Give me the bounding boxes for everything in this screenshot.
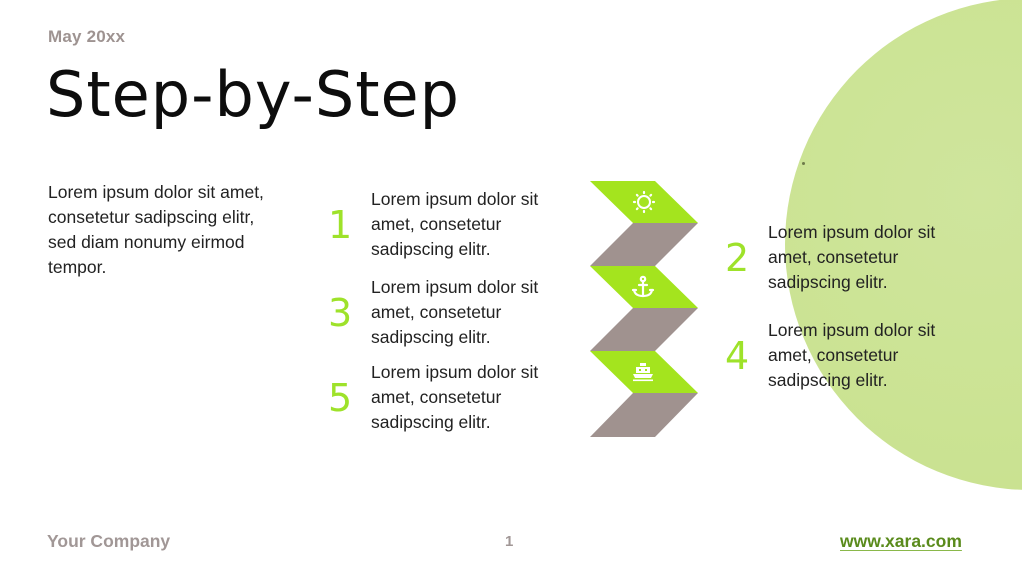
sun-gear-icon <box>632 190 656 214</box>
step-3: 3 Lorem ipsum dolor sit amet, consetetur… <box>328 275 558 350</box>
chevron-gray-1 <box>590 223 698 266</box>
anchor-icon <box>631 275 655 298</box>
step-text: Lorem ipsum dolor sit amet, consetetur s… <box>768 320 936 390</box>
page-number: 1 <box>505 533 514 550</box>
step-2: 2 Lorem ipsum dolor sit amet, consetetur… <box>725 220 955 295</box>
step-1: 1 Lorem ipsum dolor sit amet, consetetur… <box>328 187 558 262</box>
slide-date: May 20xx <box>48 27 126 46</box>
ship-icon <box>633 363 653 382</box>
footer-company: Your Company <box>47 531 171 551</box>
step-text: Lorem ipsum dolor sit amet, consetetur s… <box>371 277 539 347</box>
chevron-diagram <box>590 181 698 437</box>
decorative-dot <box>802 162 805 165</box>
website-link[interactable]: www.xara.com <box>840 531 962 551</box>
step-4: 4 Lorem ipsum dolor sit amet, consetetur… <box>725 318 955 393</box>
chevron-green-1 <box>590 181 698 223</box>
step-number: 2 <box>725 235 750 280</box>
step-number: 5 <box>328 375 353 420</box>
intro-paragraph: Lorem ipsum dolor sit amet, consetetur s… <box>48 182 264 277</box>
step-text: Lorem ipsum dolor sit amet, consetetur s… <box>371 362 539 432</box>
chevron-gray-3 <box>590 393 698 437</box>
chevron-gray-2 <box>590 308 698 351</box>
slide-title: Step-by-Step <box>46 58 461 131</box>
step-text: Lorem ipsum dolor sit amet, consetetur s… <box>371 189 539 259</box>
step-5: 5 Lorem ipsum dolor sit amet, consetetur… <box>328 360 558 435</box>
step-number: 3 <box>328 290 353 335</box>
step-number: 4 <box>725 333 750 378</box>
step-number: 1 <box>328 202 353 247</box>
step-text: Lorem ipsum dolor sit amet, consetetur s… <box>768 222 936 292</box>
